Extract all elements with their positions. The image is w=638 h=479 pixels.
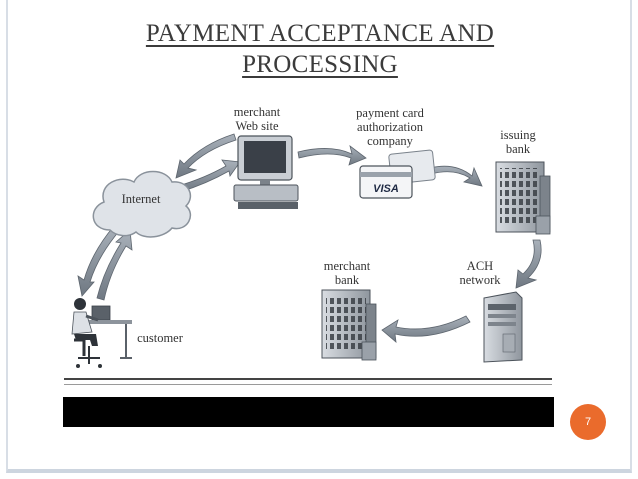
page-number-badge: 7: [570, 404, 606, 440]
title-line-2: PROCESSING: [242, 51, 398, 78]
merchant-computer-icon: [233, 135, 299, 209]
arrow-ach-to-merchant-bank: [381, 315, 471, 343]
visa-label: VISA: [373, 183, 399, 195]
ach-label-2: network: [460, 273, 502, 287]
visa-card-icon: VISA: [359, 149, 436, 199]
ach-server-icon: [483, 291, 523, 363]
arrow-issuing-to-ach: [515, 239, 542, 289]
arrow-website-to-internet: [175, 133, 237, 179]
merchant-bank-label-1: merchant: [324, 259, 371, 273]
divider-line-bottom: [64, 384, 552, 385]
ach-label-1: ACH: [467, 259, 493, 273]
merchant-website-label-1: merchant: [234, 105, 281, 119]
arrow-website-to-card: [297, 145, 367, 166]
divider-line-top: [64, 378, 552, 380]
title-line-1: PAYMENT ACCEPTANCE AND: [145, 20, 495, 47]
issuing-bank-label-1: issuing: [500, 128, 536, 142]
footer-black-bar: [63, 397, 554, 427]
merchant-bank-building-icon: [321, 289, 377, 361]
internet-label: Internet: [122, 192, 161, 206]
slide-title: PAYMENT ACCEPTANCE AND PROCESSING: [60, 18, 580, 80]
merchant-bank-label-2: bank: [335, 273, 360, 287]
merchant-website-label-2: Web site: [235, 119, 279, 133]
arrow-internet-to-customer: [77, 225, 121, 297]
arrow-card-to-issuing: [429, 165, 483, 187]
internet-cloud: Internet: [92, 170, 192, 238]
arrow-customer-to-internet: [96, 229, 133, 301]
slide-frame: [6, 0, 632, 473]
issuing-bank-building-icon: [495, 161, 551, 235]
flow-arrows: [77, 133, 542, 343]
customer-label: customer: [137, 331, 184, 345]
customer-person-icon: [71, 298, 102, 368]
issuing-bank-label-2: bank: [506, 142, 531, 156]
card-company-label-3: company: [367, 134, 414, 148]
card-company-label-2: authorization: [357, 120, 424, 134]
customer-desk-icon: [86, 305, 132, 359]
card-company-label-1: payment card: [356, 106, 424, 120]
arrow-internet-to-website: [177, 159, 241, 193]
